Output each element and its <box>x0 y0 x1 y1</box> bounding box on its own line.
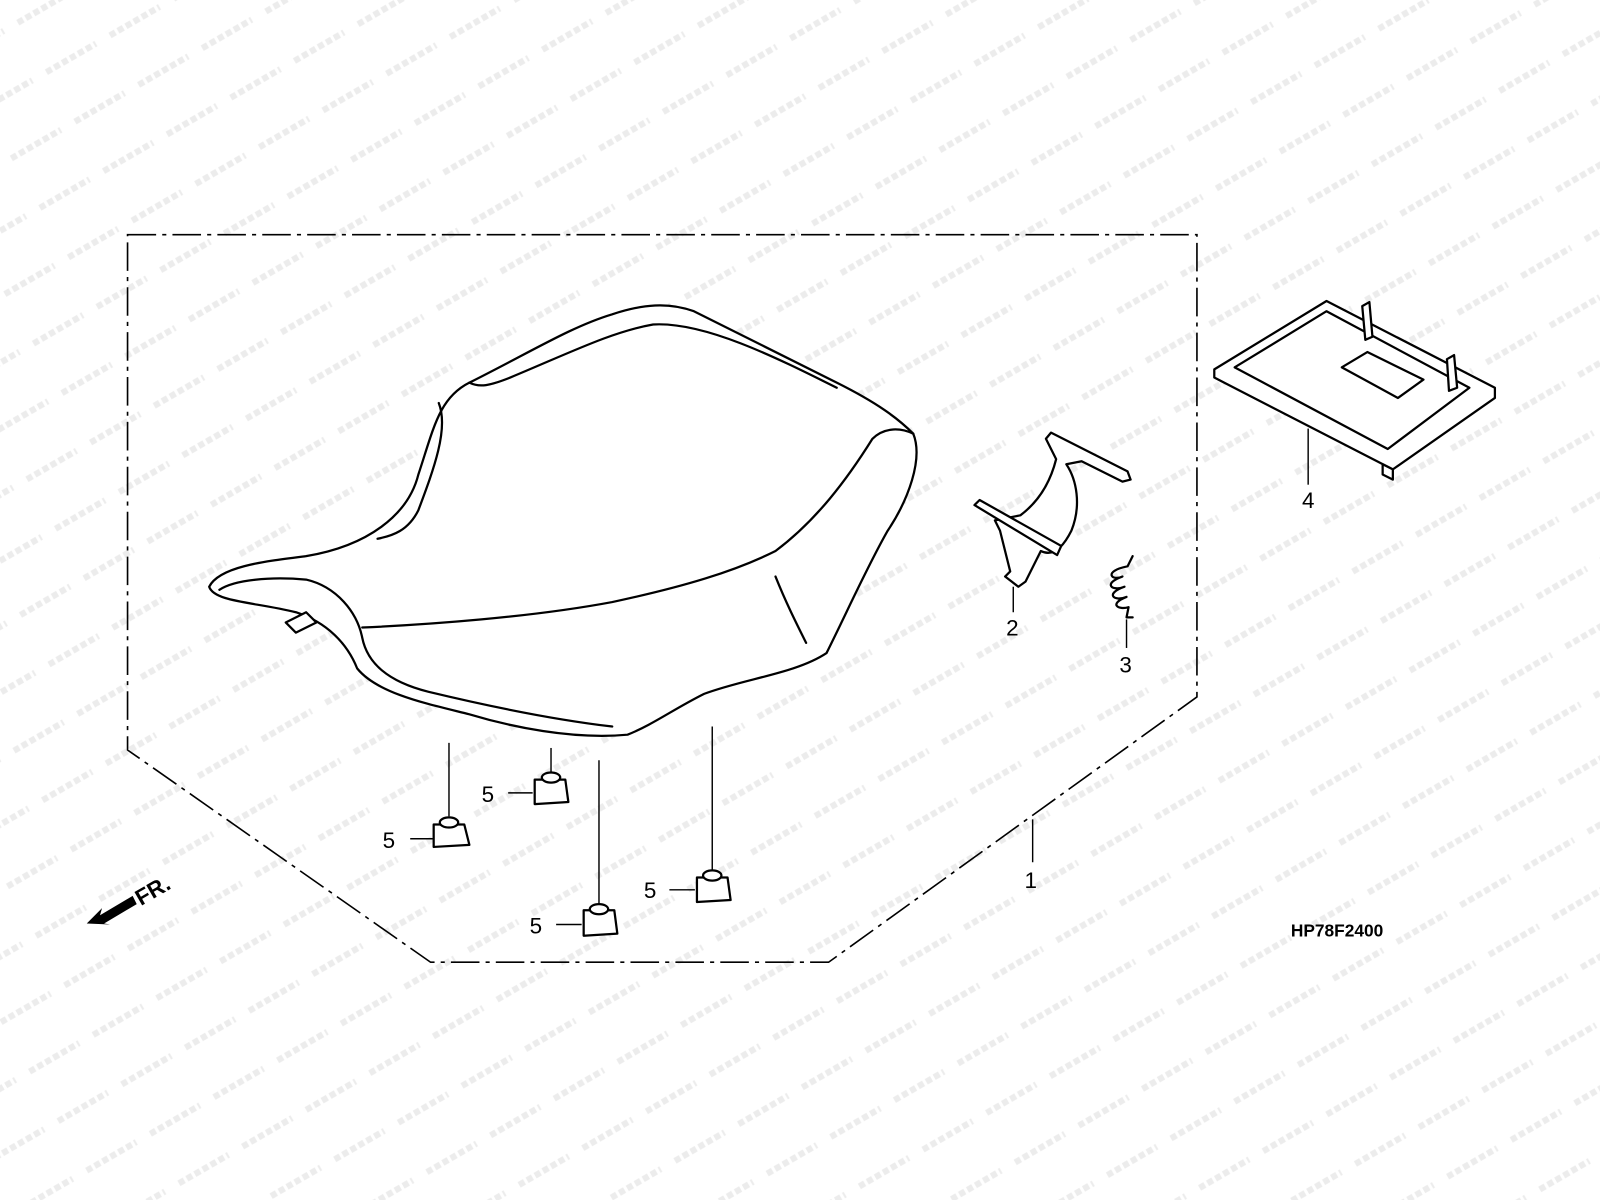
cushion-b <box>508 747 570 806</box>
seat-latch-drawing <box>973 431 1132 613</box>
spring-drawing <box>1109 555 1134 648</box>
callout-cushion-d: 5 <box>644 878 656 903</box>
assembly-boundary <box>126 233 1198 964</box>
cushion-c <box>556 760 619 937</box>
callout-cushion-a: 5 <box>383 828 395 853</box>
callout-seat: 1 <box>1024 868 1036 893</box>
callout-spring: 3 <box>1119 652 1131 677</box>
callout-tray: 4 <box>1302 488 1314 513</box>
tray-drawing <box>1213 299 1497 485</box>
cushion-a <box>410 742 471 849</box>
callout-cushion-b: 5 <box>482 782 494 807</box>
callout-latch: 2 <box>1006 616 1018 641</box>
diagram-code: HP78F2400 <box>1291 921 1383 941</box>
cushion-d <box>669 726 732 904</box>
callout-cushion-c: 5 <box>530 914 542 939</box>
seat-drawing <box>208 304 918 737</box>
